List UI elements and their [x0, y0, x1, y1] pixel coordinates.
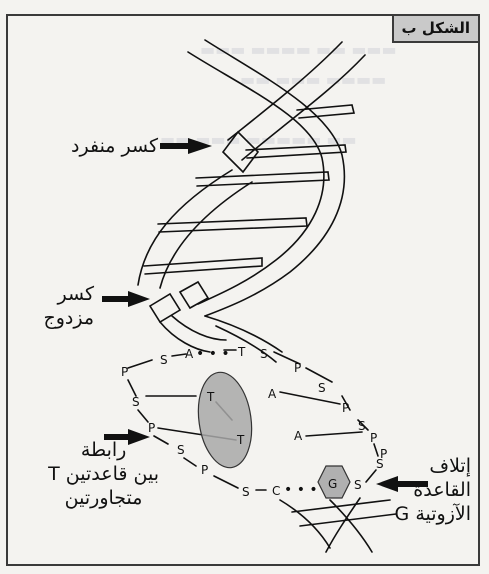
node: S	[160, 353, 168, 367]
base-pair-rung	[144, 258, 262, 274]
single-break-arrow	[160, 138, 212, 154]
node: T	[206, 390, 215, 404]
double-break-arrow	[102, 291, 150, 307]
node: T	[236, 433, 245, 447]
node: P	[342, 401, 349, 415]
single-break-label: كسر منفرد	[71, 134, 158, 158]
thymine-bond-text-line3: متجاورتين	[48, 486, 159, 510]
double-break-fragment	[150, 294, 180, 322]
dotted-bond: • • •	[284, 482, 318, 498]
node: P	[201, 463, 208, 477]
thymine-bond-text-line1: رابطة	[48, 438, 159, 462]
node: S	[132, 395, 140, 409]
node: S	[177, 443, 185, 457]
node: P	[121, 365, 128, 379]
double-break-text-line1: كسر	[43, 282, 94, 306]
double-helix	[138, 40, 365, 362]
thymine-dimer-highlight	[193, 369, 258, 471]
single-break-text: كسر منفرد	[71, 135, 158, 157]
base-pair-rung	[246, 145, 346, 158]
node: S	[260, 347, 268, 361]
node: P	[294, 361, 301, 375]
base-damage-text-line2: القاعدة	[395, 478, 471, 502]
node: S	[242, 485, 250, 499]
thymine-bond-text-line2: بين قاعدتين T	[48, 462, 159, 486]
double-break-text-line2: مزدوج	[43, 306, 94, 330]
node: T	[237, 345, 246, 359]
node: P	[370, 431, 377, 445]
thymine-bond-label: رابطة بين قاعدتين T متجاورتين	[48, 438, 159, 510]
node: P	[380, 447, 387, 461]
node: P	[148, 421, 155, 435]
base-pair-rung	[158, 218, 307, 232]
node: S	[318, 381, 326, 395]
base-pair-rung	[196, 172, 329, 186]
unwound-strand-region	[128, 180, 396, 552]
node: A	[268, 387, 277, 401]
node: A	[185, 347, 194, 361]
dotted-bond: • • •	[196, 346, 230, 362]
double-break-label: كسر مزدوج	[43, 282, 94, 330]
base-damage-text-line1: إتلاف	[395, 454, 471, 478]
node: S	[358, 419, 366, 433]
base-damage-text-line3: الآزوتية G	[395, 502, 471, 526]
node: A	[294, 429, 303, 443]
node: S	[354, 478, 362, 492]
node: G	[328, 477, 337, 491]
double-break-fragment	[180, 282, 208, 308]
node: C	[272, 484, 280, 498]
base-damage-label: إتلاف القاعدة الآزوتية G	[395, 454, 471, 526]
